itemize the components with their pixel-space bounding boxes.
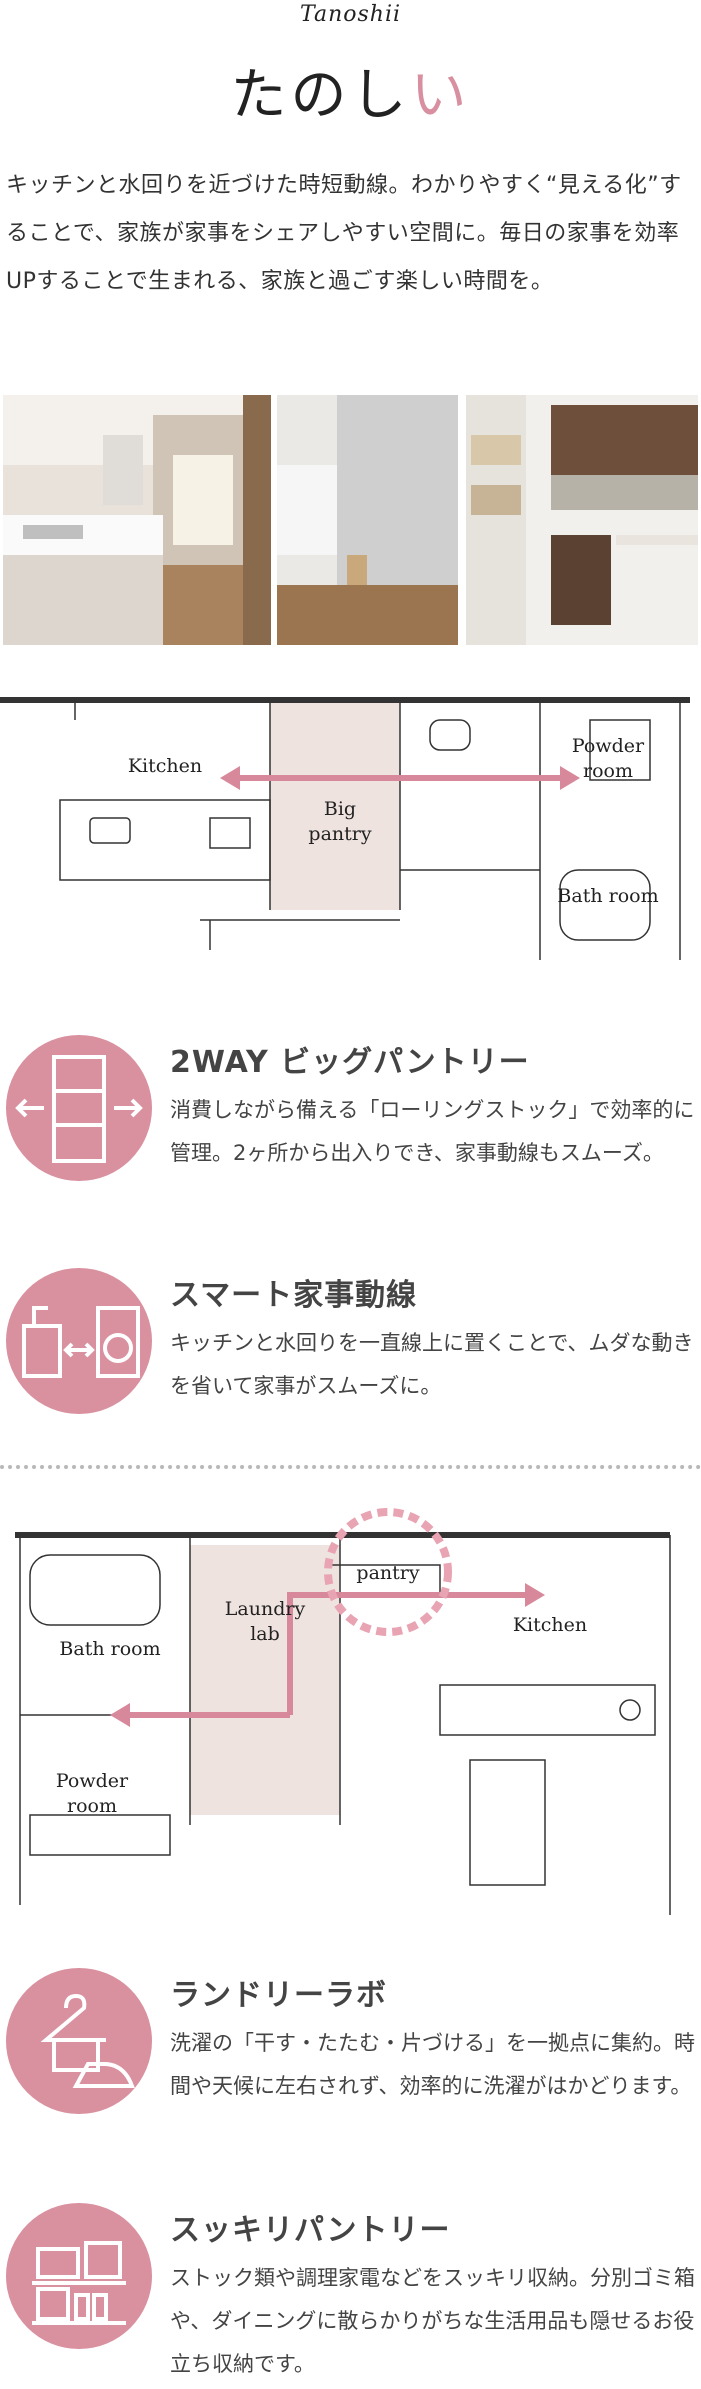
pantry-photo bbox=[277, 395, 458, 645]
script-title: Tanoshii bbox=[299, 2, 402, 27]
kitchen-photo bbox=[3, 395, 271, 645]
feature-title: スッキリパントリー bbox=[170, 2213, 451, 2248]
feature-2way-pantry: 2WAY ビッグパントリー 消費しながら備える「ローリングストック」で効率的に管… bbox=[0, 1035, 701, 1205]
plan1-pantry-label: pantry bbox=[308, 823, 371, 845]
feature-title: ランドリーラボ bbox=[170, 1978, 387, 2013]
title-main: たのし bbox=[230, 63, 411, 128]
section-divider bbox=[0, 1465, 701, 1469]
feature-title: 2WAY ビッグパントリー bbox=[170, 1045, 530, 1080]
intro-text: キッチンと水回りを近づけた時短動線。わかりやすく“見える化”することで、家族が家… bbox=[6, 173, 682, 294]
feature-body: キッチンと水回りを一直線上に置くことで、ムダな動きを省いて家事がスムーズに。 bbox=[170, 1331, 694, 1398]
plan2-pantry-label: pantry bbox=[356, 1562, 419, 1584]
feature-title: スマート家事動線 bbox=[170, 1278, 418, 1313]
plan1-powder-label: Powder bbox=[572, 735, 645, 757]
hanger-iron-icon bbox=[6, 1968, 152, 2114]
storage-photo bbox=[466, 395, 698, 645]
floor-plan-1: Kitchen Big pantry Powder room Bath room bbox=[0, 697, 690, 960]
plan1-room-label: room bbox=[583, 760, 633, 782]
plan1-kitchen-label: Kitchen bbox=[128, 755, 202, 777]
plan2-bath-label: Bath room bbox=[59, 1638, 160, 1660]
pantry-shelf-icon bbox=[6, 1035, 152, 1181]
feature-body: 消費しながら備える「ローリングストック」で効率的に管理。2ヶ所から出入りでき、家… bbox=[170, 1098, 695, 1165]
plan2-laundry-label: Laundry bbox=[225, 1598, 306, 1620]
title-accent: い bbox=[410, 63, 471, 128]
feature-clean-pantry: スッキリパントリー ストック類や調理家電などをスッキリ収納。分別ゴミ箱や、ダイニ… bbox=[0, 2203, 701, 2376]
sink-washer-icon bbox=[6, 1268, 152, 1414]
plan2-lab-label: lab bbox=[250, 1623, 280, 1645]
plan2-room-label: room bbox=[67, 1795, 117, 1817]
feature-smart-route: スマート家事動線 キッチンと水回りを一直線上に置くことで、ムダな動きを省いて家事… bbox=[0, 1268, 701, 1438]
plan2-powder-label: Powder bbox=[56, 1770, 129, 1792]
feature-laundry-lab: ランドリーラボ 洗濯の「干す・たたむ・片づける」を一拠点に集約。時間や天候に左右… bbox=[0, 1968, 701, 2138]
plan1-big-label: Big bbox=[324, 798, 356, 820]
feature-body: ストック類や調理家電などをスッキリ収納。分別ゴミ箱や、ダイニングに散らかりがちな… bbox=[170, 2266, 695, 2376]
plan2-kitchen-label: Kitchen bbox=[513, 1614, 587, 1636]
plan1-bath-label: Bath room bbox=[557, 885, 658, 907]
floor-plan-2: pantry Laundry lab Kitchen Bath room Pow… bbox=[15, 1508, 671, 1915]
storage-bins-icon bbox=[6, 2203, 152, 2349]
page-title: たのしい bbox=[0, 50, 701, 131]
feature-body: 洗濯の「干す・たたむ・片づける」を一拠点に集約。時間や天候に左右されず、効率的に… bbox=[170, 2031, 695, 2098]
